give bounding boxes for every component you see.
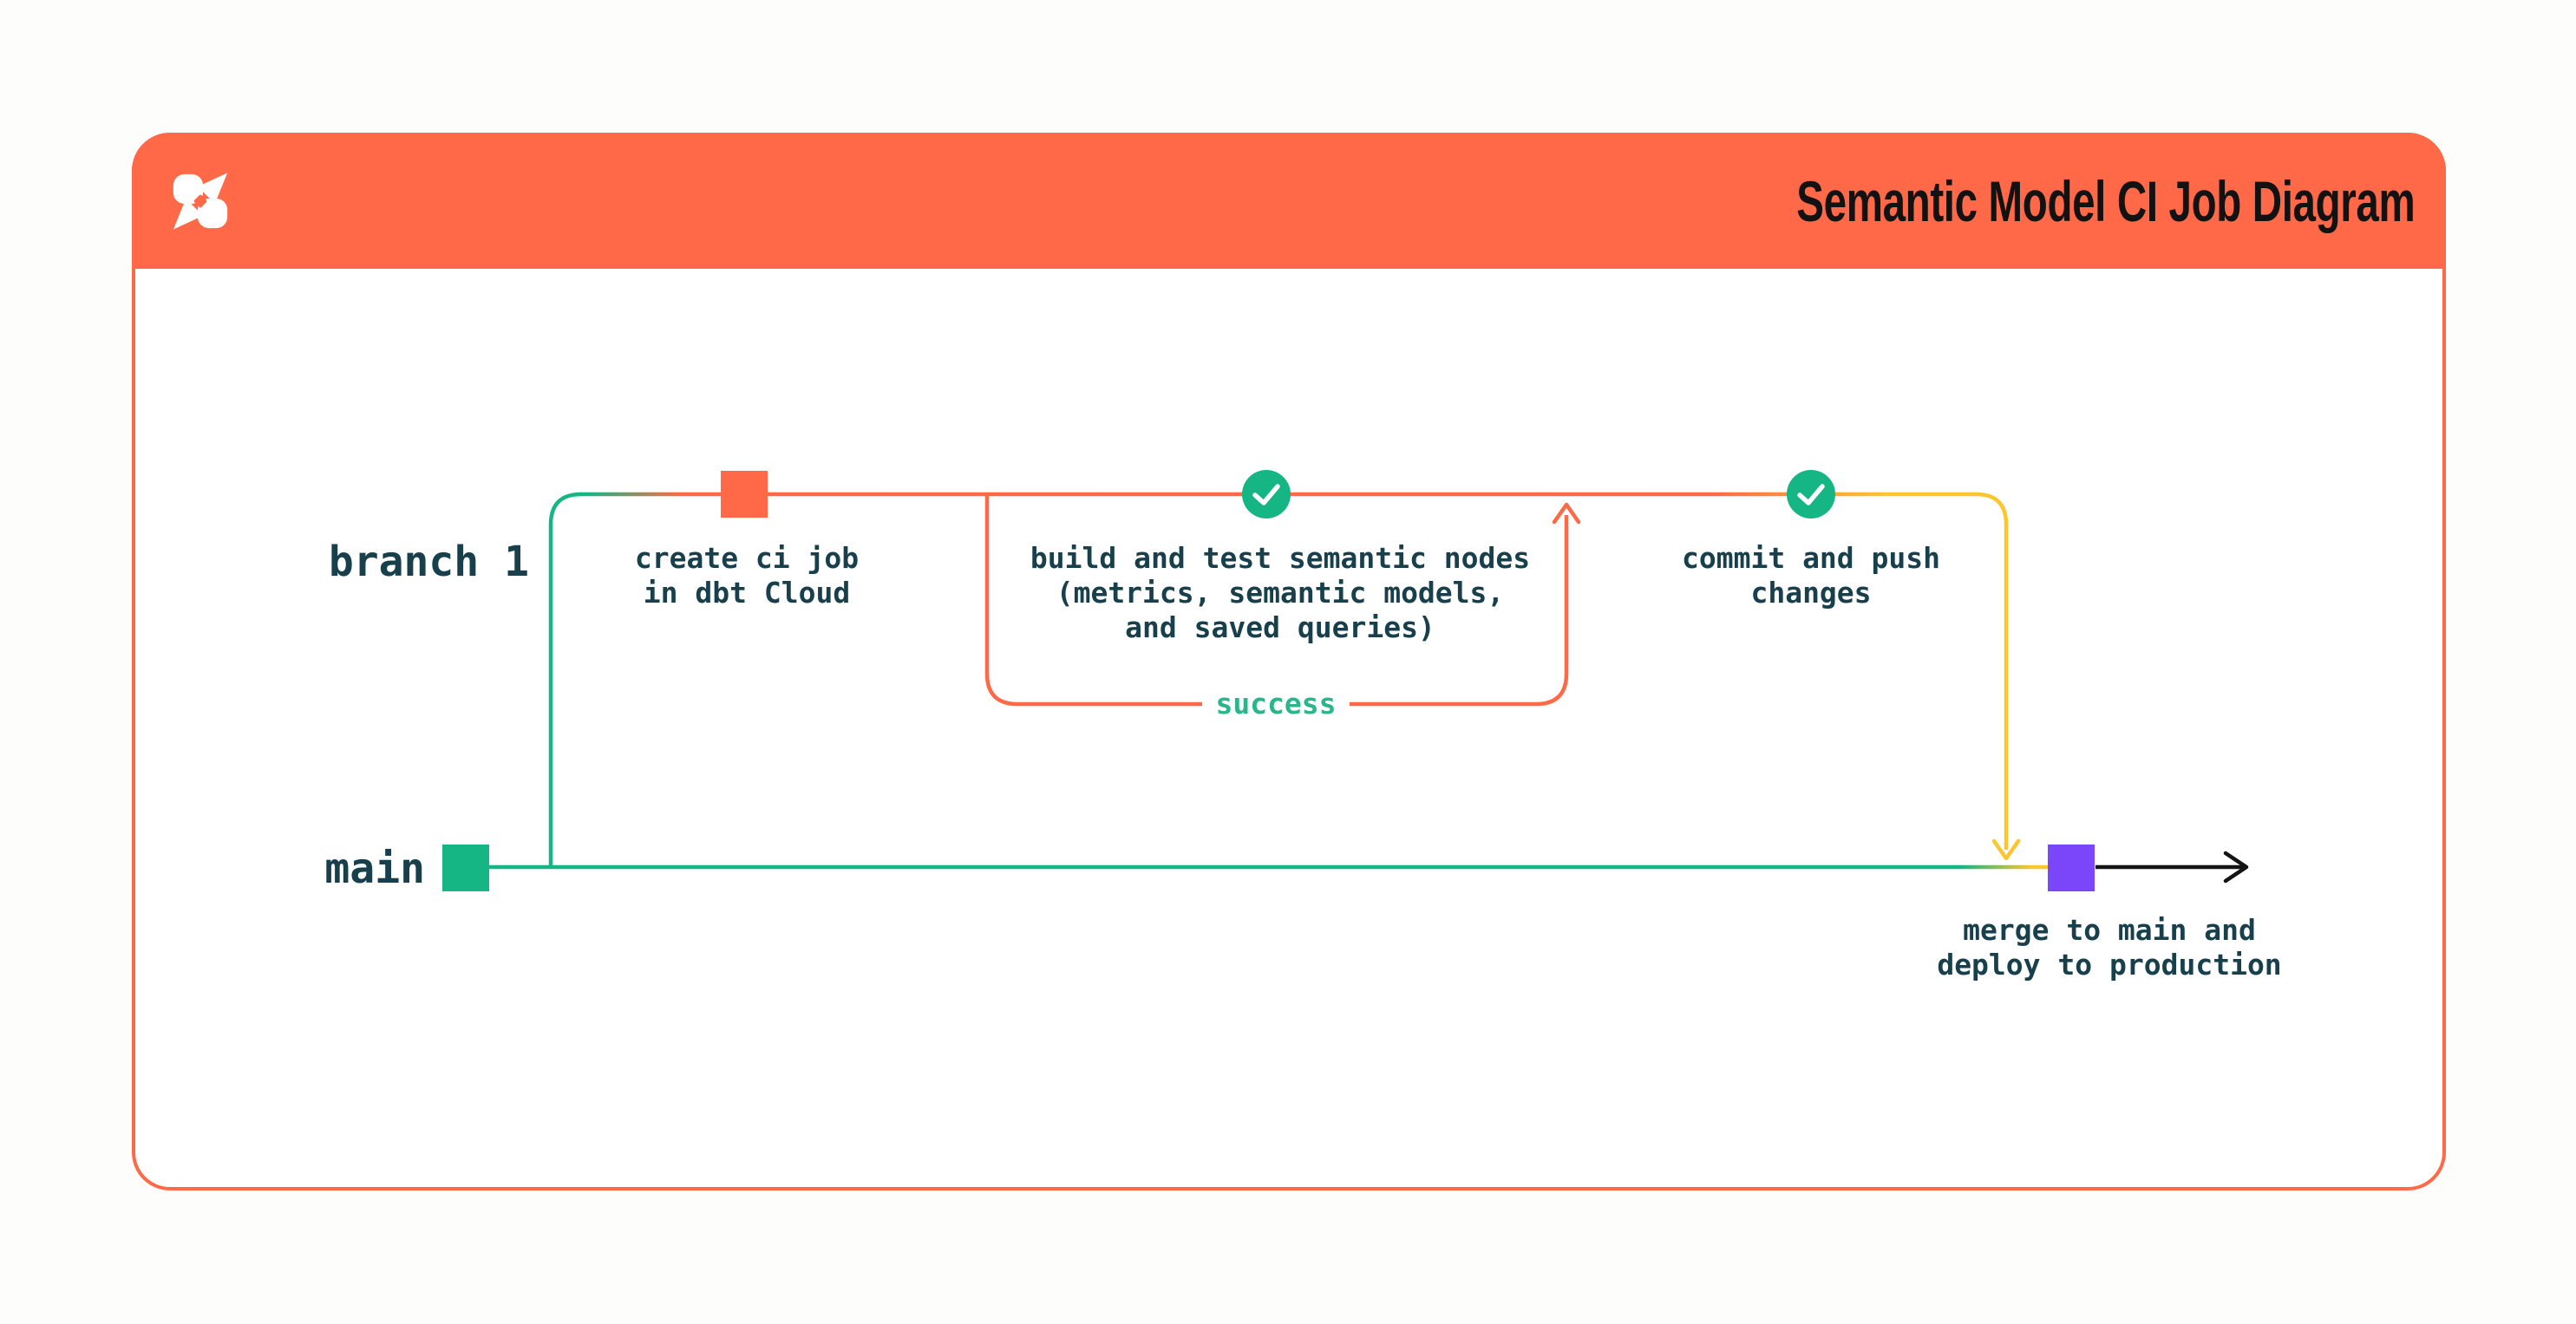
dbt-logo-diamond [193, 194, 207, 207]
caption-create-ci-job: create ci job in dbt Cloud [634, 541, 860, 610]
branch1-label: branch 1 [328, 538, 529, 586]
commit-push-check-node [1787, 470, 1835, 519]
merge-node [2048, 845, 2095, 891]
main-label: main [324, 845, 425, 893]
caption-merge-to-main: merge to main and deploy to production [1937, 913, 2282, 982]
page-title: Semantic Model CI Job Diagram [1795, 168, 2415, 233]
dbt-logo-icon [173, 172, 228, 230]
caption-commit-and-push: commit and push changes [1681, 541, 1941, 610]
caption-build-and-test: build and test semantic nodes (metrics, … [1030, 541, 1531, 644]
diagram-card: Semantic Model CI Job Diagram [132, 133, 2446, 1190]
check-icon [1252, 484, 1280, 505]
build-test-check-node [1242, 470, 1291, 519]
main-start-node [442, 845, 489, 891]
card-header: Semantic Model CI Job Diagram [132, 133, 2446, 269]
create-ci-job-node [721, 471, 768, 518]
success-label: success [1215, 687, 1337, 721]
check-icon [1797, 484, 1825, 505]
